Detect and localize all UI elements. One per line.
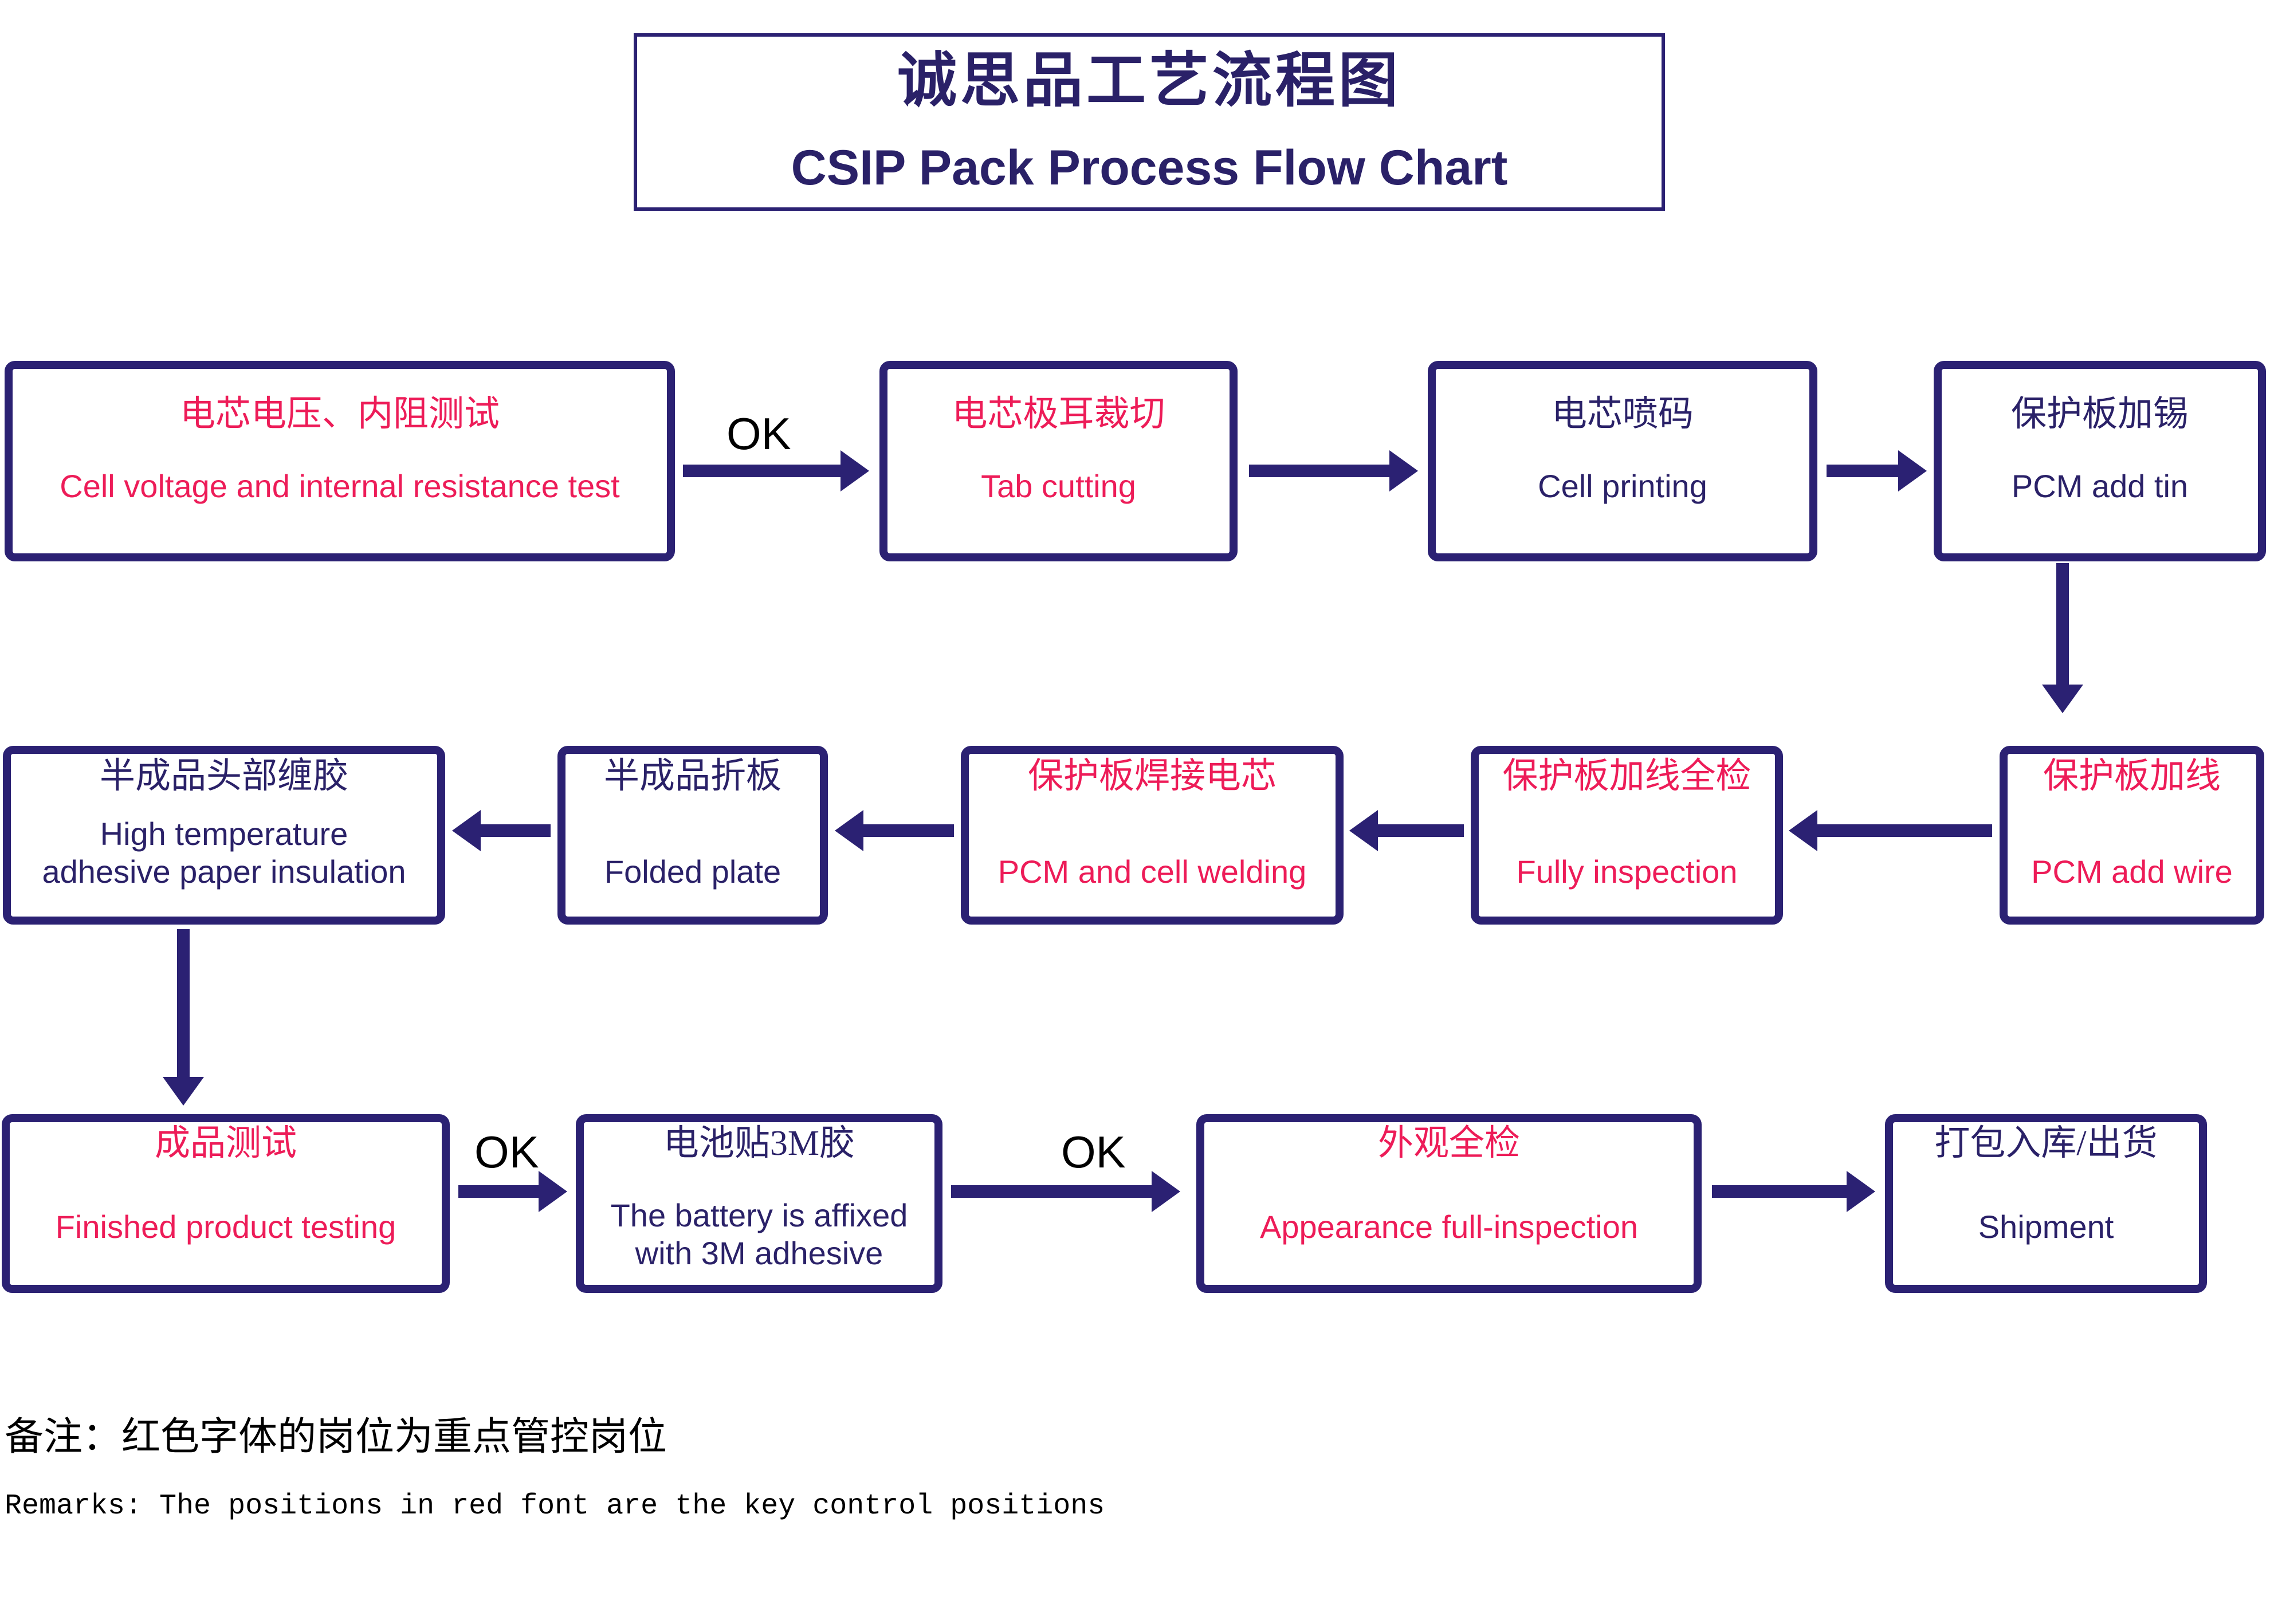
node-label-zh: 打包入库/出货: [1934, 1124, 2158, 1163]
node-finished-testing: 成品测试 Finished product testing: [2, 1114, 450, 1293]
node-label-zh: 保护板加线全检: [1502, 757, 1751, 796]
node-cell-printing: 电芯喷码 Cell printing: [1428, 361, 1817, 561]
flow-arrow-right-icon: [1827, 448, 1927, 494]
node-label-zh: 电芯电压、内阻测试: [179, 395, 500, 434]
node-label-zh: 外观全检: [1377, 1124, 1520, 1163]
title-box: 诚思品工艺流程图 CSIP Pack Process Flow Chart: [634, 33, 1665, 211]
flow-arrow-right-icon: [1249, 448, 1418, 494]
node-label-en: High temperature adhesive paper insulati…: [42, 816, 406, 890]
ok-label: OK: [1061, 1127, 1126, 1177]
node-label-en: Finished product testing: [55, 1209, 396, 1245]
node-label-zh: 成品测试: [154, 1124, 297, 1163]
node-label-zh: 半成品折板: [603, 757, 781, 796]
node-label-en: Appearance full-inspection: [1260, 1209, 1638, 1245]
node-cell-voltage-test: 电芯电压、内阻测试 Cell voltage and internal resi…: [5, 361, 675, 561]
node-label-zh: 电芯极耳裁切: [952, 395, 1165, 434]
page-title-chinese: 诚思品工艺流程图: [897, 48, 1401, 115]
flow-arrow-left-icon: [1349, 808, 1464, 854]
node-affix-3m: 电池贴3M胶 The battery is affixed with 3M ad…: [576, 1114, 942, 1293]
remark-english: Remarks: The positions in red font are t…: [5, 1490, 1105, 1523]
flow-arrow-right-icon: [951, 1169, 1180, 1214]
node-folded-plate: 半成品折板 Folded plate: [557, 746, 828, 925]
flow-arrow-right-icon: [683, 448, 869, 494]
node-label-zh: 半成品头部缠胶: [99, 757, 348, 796]
page-title-english: CSIP Pack Process Flow Chart: [791, 140, 1508, 196]
node-label-en: Fully inspection: [1516, 854, 1738, 890]
node-label-en: PCM add tin: [2011, 468, 2189, 504]
node-label-en: Folded plate: [604, 854, 781, 890]
node-shipment: 打包入库/出货 Shipment: [1885, 1114, 2207, 1293]
node-label-en: The battery is affixed with 3M adhesive: [610, 1197, 908, 1271]
node-label-en: PCM add wire: [2031, 854, 2233, 890]
node-label-zh: 电芯喷码: [1551, 395, 1694, 434]
node-pcm-add-wire: 保护板加线 PCM add wire: [2000, 746, 2264, 925]
flow-arrow-down-icon: [2040, 563, 2086, 713]
node-tab-cutting: 电芯极耳裁切 Tab cutting: [879, 361, 1238, 561]
node-pcm-add-tin: 保护板加锡 PCM add tin: [1934, 361, 2266, 561]
node-label-zh: 电池贴3M胶: [663, 1124, 855, 1163]
node-label-zh: 保护板加线: [2043, 757, 2221, 796]
flow-arrow-left-icon: [452, 808, 551, 854]
flow-arrow-right-icon: [458, 1169, 567, 1214]
ok-label: OK: [474, 1127, 539, 1177]
node-fully-inspection: 保护板加线全检 Fully inspection: [1471, 746, 1783, 925]
node-label-zh: 保护板焊接电芯: [1027, 757, 1277, 796]
flow-arrow-left-icon: [1789, 808, 1992, 854]
node-label-zh: 保护板加锡: [2010, 395, 2189, 434]
node-appearance-inspection: 外观全检 Appearance full-inspection: [1196, 1114, 1702, 1293]
node-label-en: PCM and cell welding: [997, 854, 1307, 890]
remark-chinese: 备注：红色字体的岗位为重点管控岗位: [5, 1415, 667, 1458]
node-pcm-cell-welding: 保护板焊接电芯 PCM and cell welding: [961, 746, 1344, 925]
node-head-taping: 半成品头部缠胶 High temperature adhesive paper …: [3, 746, 445, 925]
flow-arrow-down-icon: [160, 929, 206, 1106]
node-label-en: Cell voltage and internal resistance tes…: [60, 468, 620, 504]
node-label-en: Shipment: [1978, 1209, 2114, 1245]
flow-arrow-right-icon: [1712, 1169, 1875, 1214]
flow-arrow-left-icon: [835, 808, 954, 854]
node-label-en: Tab cutting: [981, 468, 1136, 504]
node-label-en: Cell printing: [1538, 468, 1707, 504]
